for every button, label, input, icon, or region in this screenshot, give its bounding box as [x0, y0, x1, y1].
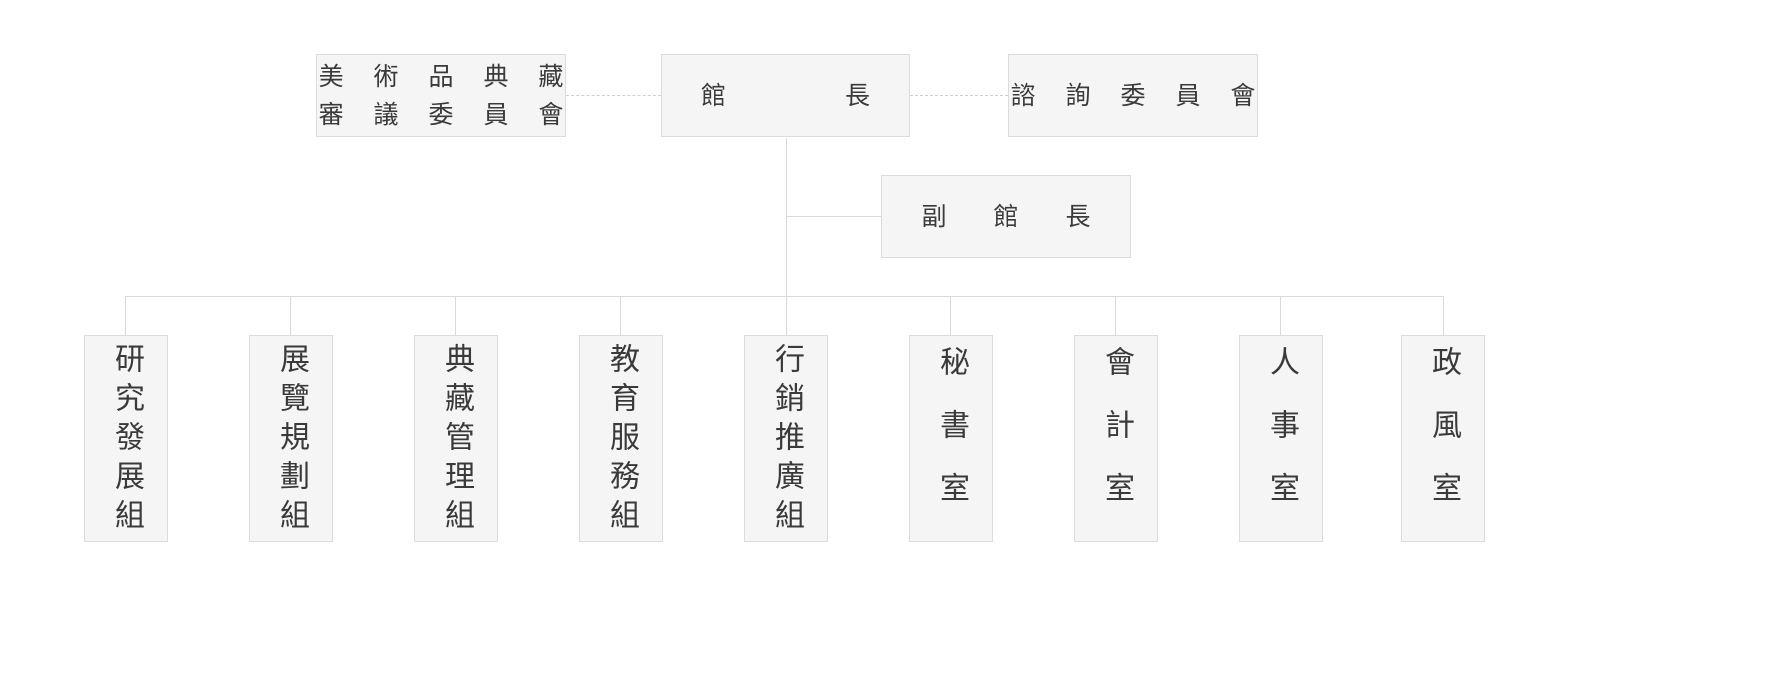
node-label-department: 典藏管理組: [439, 343, 474, 538]
node-label-director: 館 長: [700, 80, 881, 110]
node-label-department: 人事室: [1264, 346, 1299, 535]
drop-line-5: [786, 296, 787, 335]
drop-line-6: [950, 296, 951, 335]
director-spine: [786, 138, 787, 296]
node-director[interactable]: 館 長: [661, 54, 910, 137]
drop-line-4: [620, 296, 621, 335]
node-art-collection-review-committee[interactable]: 美 術 品 典 藏 審 議 委 員 會: [316, 54, 566, 137]
node-label-advisory-committee: 諮 詢 委 員 會: [1010, 80, 1267, 110]
node-label-line2: 審 議 委 員 會: [318, 99, 575, 129]
drop-line-2: [290, 296, 291, 335]
node-label-department: 行銷推廣組: [769, 343, 804, 538]
node-label-department: 教育服務組: [604, 343, 639, 538]
node-deputy-director[interactable]: 副 館 長: [881, 175, 1131, 258]
dashed-connector-right: [910, 95, 1008, 96]
node-department-marketing-promotion[interactable]: 行銷推廣組: [744, 335, 828, 542]
node-department-exhibition-planning[interactable]: 展覽規劃組: [249, 335, 333, 542]
node-label-department: 展覽規劃組: [274, 343, 309, 538]
node-label-deputy-director: 副 館 長: [921, 201, 1102, 231]
node-label-department: 政風室: [1426, 346, 1461, 535]
node-department-personnel[interactable]: 人事室: [1239, 335, 1323, 542]
node-label-line1: 美 術 品 典 藏: [318, 61, 575, 91]
drop-line-9: [1443, 296, 1444, 335]
drop-line-3: [455, 296, 456, 335]
node-department-research-development[interactable]: 研究發展組: [84, 335, 168, 542]
node-label-department: 秘書室: [934, 346, 969, 535]
drop-line-1: [125, 296, 126, 335]
node-department-civil-service-ethics[interactable]: 政風室: [1401, 335, 1485, 542]
node-advisory-committee[interactable]: 諮 詢 委 員 會: [1008, 54, 1258, 137]
node-label-department: 研究發展組: [109, 343, 144, 538]
drop-line-8: [1280, 296, 1281, 335]
drop-line-7: [1115, 296, 1116, 335]
node-department-secretariat[interactable]: 秘書室: [909, 335, 993, 542]
dashed-connector-left: [566, 95, 661, 96]
department-bus-line: [125, 296, 1443, 297]
node-department-education-services[interactable]: 教育服務組: [579, 335, 663, 542]
node-label-department: 會計室: [1099, 346, 1134, 535]
node-department-collection-management[interactable]: 典藏管理組: [414, 335, 498, 542]
deputy-branch-line: [786, 216, 881, 217]
node-department-accounting[interactable]: 會計室: [1074, 335, 1158, 542]
